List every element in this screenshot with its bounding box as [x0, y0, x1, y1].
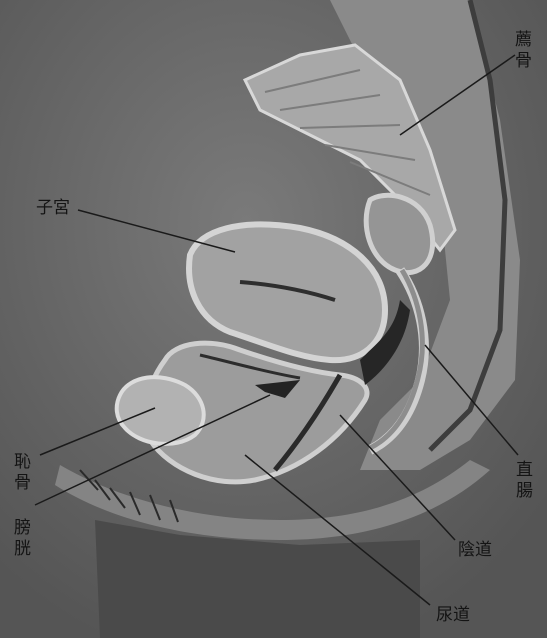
- label-uterus: 子宮: [36, 198, 70, 219]
- label-sacrum: 薦 骨: [515, 30, 532, 72]
- pubic-bone: [117, 377, 204, 444]
- label-vagina: 陰道: [458, 540, 492, 561]
- label-urethra: 尿道: [436, 605, 470, 626]
- label-bladder: 膀 胱: [14, 518, 31, 560]
- label-pubis: 恥 骨: [14, 452, 31, 494]
- label-rectum: 直 腸: [516, 460, 533, 502]
